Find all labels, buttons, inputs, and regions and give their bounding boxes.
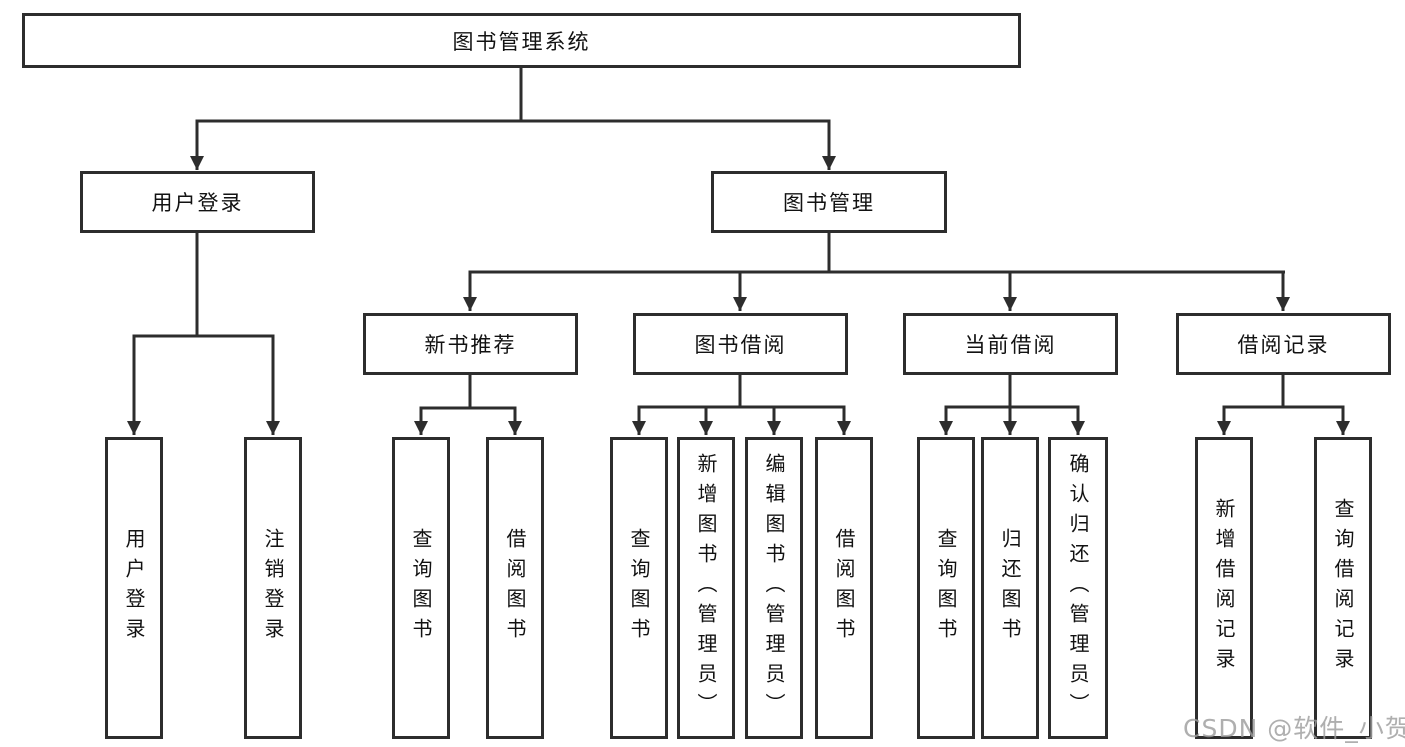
leaf-add-book-admin: 新增图书（管理员） [677,437,735,739]
leaf-edit-book-admin: 编辑图书（管理员） [745,437,803,739]
leaf-newbook-query-books: 查询图书 [392,437,450,739]
node-root-label: 图书管理系统 [452,29,591,54]
node-borrow-records: 借阅记录 [1176,313,1391,375]
node-root: 图书管理系统 [22,13,1021,68]
connector-current-borrow-children [939,375,1085,435]
node-current-borrow-label: 当前借阅 [964,333,1057,357]
leaf-query-borrow-record-label: 查询借阅记录 [1331,498,1355,678]
connector-borrow-record-children [1217,375,1350,435]
node-user-login-label: 用户登录 [151,191,244,215]
leaf-current-query-books: 查询图书 [917,437,975,739]
connector-new-book-children [414,375,522,435]
leaf-edit-book-admin-label: 编辑图书（管理员） [762,453,786,723]
node-book-borrow-label: 图书借阅 [694,333,787,357]
leaf-logout-label: 注销登录 [261,528,285,648]
leaf-user-login-label: 用户登录 [122,528,146,648]
watermark: CSDN @软件_小贺同学 [1183,714,1405,743]
connector-user-login-children [127,233,280,435]
leaf-newbook-borrow-books-label: 借阅图书 [503,528,527,648]
leaf-logout: 注销登录 [244,437,302,739]
leaf-add-borrow-record-label: 新增借阅记录 [1212,498,1236,678]
leaf-user-login: 用户登录 [105,437,163,739]
leaf-newbook-borrow-books: 借阅图书 [486,437,544,739]
leaf-confirm-return-admin-label: 确认归还（管理员） [1066,453,1090,723]
leaf-add-borrow-record: 新增借阅记录 [1195,437,1253,739]
leaf-confirm-return-admin: 确认归还（管理员） [1048,437,1108,739]
leaf-add-book-admin-label: 新增图书（管理员） [694,453,718,723]
connector-book-management-children [463,233,1290,311]
leaf-borrow-books: 借阅图书 [815,437,873,739]
connector-root-to-level2 [190,68,836,170]
node-book-management-label: 图书管理 [783,191,875,215]
node-new-book-recommend-label: 新书推荐 [424,333,517,357]
leaf-borrow-query-books-label: 查询图书 [627,528,651,648]
node-book-borrow: 图书借阅 [633,313,848,375]
node-user-login: 用户登录 [80,171,315,233]
node-new-book-recommend: 新书推荐 [363,313,578,375]
leaf-return-books: 归还图书 [981,437,1039,739]
node-book-management: 图书管理 [711,171,947,233]
leaf-borrow-books-label: 借阅图书 [832,528,856,648]
leaf-current-query-books-label: 查询图书 [934,528,958,648]
leaf-newbook-query-books-label: 查询图书 [409,528,433,648]
leaf-return-books-label: 归还图书 [998,528,1022,648]
leaf-query-borrow-record: 查询借阅记录 [1314,437,1372,739]
connector-book-borrow-children [632,375,851,435]
node-current-borrow: 当前借阅 [903,313,1118,375]
node-borrow-records-label: 借阅记录 [1237,333,1330,357]
leaf-borrow-query-books: 查询图书 [610,437,668,739]
